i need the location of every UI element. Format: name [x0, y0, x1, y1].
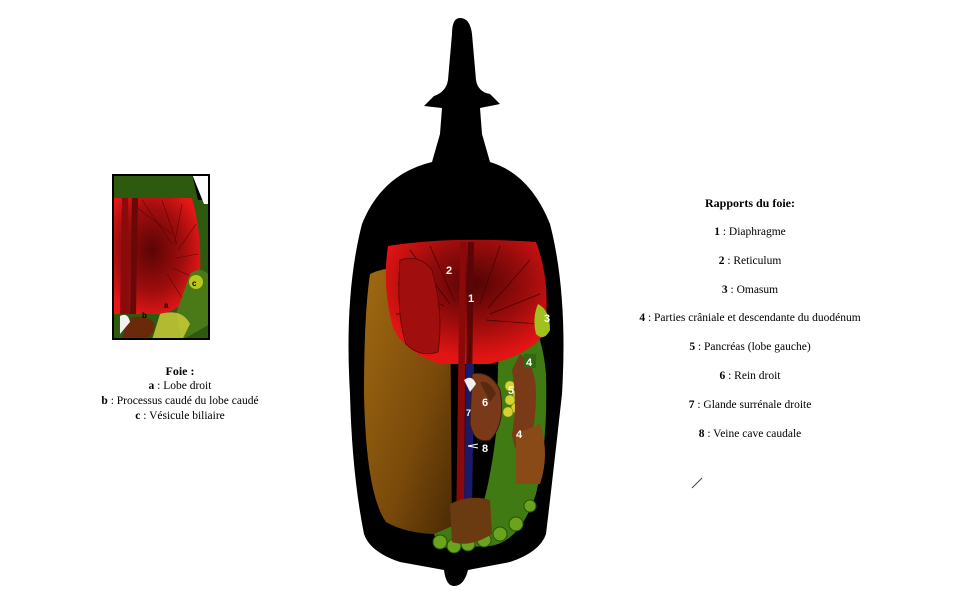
relations-legend-item: 4 : Parties crâniale et descendante du d…	[639, 312, 861, 325]
inset-gallbladder	[189, 275, 203, 289]
marker-7: 7	[466, 408, 471, 418]
marker-5: 5	[508, 385, 514, 397]
liver-inset-figure: a b c	[112, 174, 210, 340]
liver-relations-legend: Rapports du foie: 1 : Diaphragme 2 : Ret…	[620, 196, 880, 456]
liver-legend-title: Foie :	[165, 364, 195, 378]
relations-legend-item: 8 : Veine cave caudale	[698, 427, 802, 440]
marker-2: 2	[446, 265, 452, 277]
reticulum	[398, 257, 441, 355]
liver-legend-item: c : Vésicule biliaire	[135, 410, 225, 422]
marker-4-lower: 4	[516, 429, 523, 441]
inset-caudate-process	[122, 316, 155, 340]
relations-legend-item: 3 : Omasum	[721, 283, 779, 296]
marker-4-upper: 4	[526, 357, 533, 369]
liver-legend-item: b : Processus caudé du lobe caudé	[101, 395, 259, 407]
inset-label-a: a	[164, 301, 169, 310]
liver-legend: Foie : a : Lobe droit b : Processus caud…	[60, 364, 300, 424]
marker-3: 3	[544, 313, 550, 325]
stray-line-mark	[691, 477, 703, 489]
inset-label-b: b	[142, 311, 147, 320]
liver-legend-item: a : Lobe droit	[148, 380, 212, 392]
marker-6: 6	[482, 397, 488, 409]
relations-legend-item: 7 : Glande surrénale droite	[688, 398, 812, 411]
relations-legend-title: Rapports du foie:	[704, 196, 795, 210]
marker-8: 8	[482, 443, 488, 455]
bovine-abdomen-diagram: 2 1 3 4 5 6 7 4 8	[340, 14, 565, 586]
inset-label-c: c	[192, 279, 197, 288]
relations-legend-item: 2 : Reticulum	[718, 254, 782, 267]
marker-1: 1	[468, 293, 474, 305]
omasum	[534, 304, 550, 338]
relations-legend-item: 6 : Rein droit	[719, 369, 781, 382]
relations-legend-item: 5 : Pancréas (lobe gauche)	[689, 341, 811, 354]
relations-legend-item: 1 : Diaphragme	[714, 226, 786, 238]
